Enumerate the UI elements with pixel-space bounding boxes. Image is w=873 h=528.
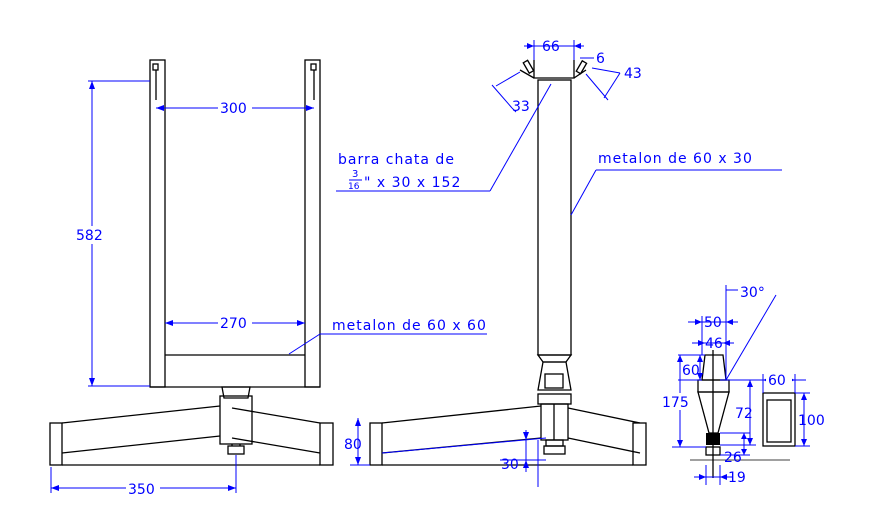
dim-350: 350 [50,455,237,498]
dim-6-label: 6 [596,51,605,67]
note-barra-line1: barra chata de [338,152,455,168]
dim-30: 30 [381,430,547,487]
side-metalon [537,79,572,356]
dim-19-label: 19 [728,470,746,486]
top-bracket [519,59,588,79]
side-view [369,59,647,466]
dim-80-label: 80 [344,437,362,453]
front-view [49,59,334,466]
dim-60a-label: 60 [682,363,700,379]
note-barra-chata: barra chata de 3 16 " x 30 x 152 [336,83,552,192]
dim-60a: 60 [678,354,705,381]
dim-175-label: 175 [662,395,689,411]
note-barra-line2: " x 30 x 152 [364,175,461,191]
dim-300-label: 300 [220,101,247,117]
dim-60b-label: 60 [768,373,786,389]
dim-582-label: 582 [76,228,103,244]
dim-46: 46 [692,336,734,352]
dim-100-label: 100 [798,413,825,429]
note-metalon-front: metalon de 60 x 60 [288,318,487,355]
dim-80: 80 [344,418,370,466]
dim-19: 19 [694,465,746,486]
notes: metalon de 60 x 60 metalon de 60 x 30 ba… [288,83,782,355]
sleeve-detail [762,392,796,447]
dim-270: 270 [165,315,305,332]
note-metalon-front-text: metalon de 60 x 60 [332,318,487,334]
note-barra-frac-num: 3 [352,169,358,180]
dimensions: 300 582 270 350 [50,39,825,498]
dim-60b: 60 [754,372,806,393]
dim-300: 300 [156,100,314,117]
dim-30deg: 30° [725,285,777,381]
dim-26: 26 [720,432,750,466]
dim-43-label: 43 [624,66,642,82]
dim-30deg-label: 30° [740,285,765,301]
front-hub [219,386,253,455]
note-barra-frac-den: 16 [348,182,360,192]
dim-50-label: 50 [704,315,722,331]
dim-350-label: 350 [128,482,155,498]
dim-6: 6 [580,51,605,67]
dim-582: 582 [74,80,150,387]
front-base-legs [49,405,334,466]
foot-detail [690,350,790,478]
dim-175: 175 [660,355,706,448]
dim-66: 66 [524,39,584,60]
dim-66-label: 66 [542,39,560,55]
dim-33-label: 33 [512,99,530,115]
dim-72: 72 [720,379,756,446]
dim-30-label: 30 [501,457,519,473]
dim-33: 33 [491,71,530,115]
dim-100: 100 [795,392,825,447]
note-metalon-side-text: metalon de 60 x 30 [598,151,753,167]
side-foot-fitting [536,354,573,455]
dim-72-label: 72 [735,406,753,422]
dim-270-label: 270 [220,316,247,332]
dim-46-label: 46 [705,336,723,352]
dim-50: 50 [688,315,738,355]
dim-43: 43 [585,66,642,101]
dim-26-label: 26 [724,450,742,466]
note-metalon-side: metalon de 60 x 30 [570,151,782,216]
